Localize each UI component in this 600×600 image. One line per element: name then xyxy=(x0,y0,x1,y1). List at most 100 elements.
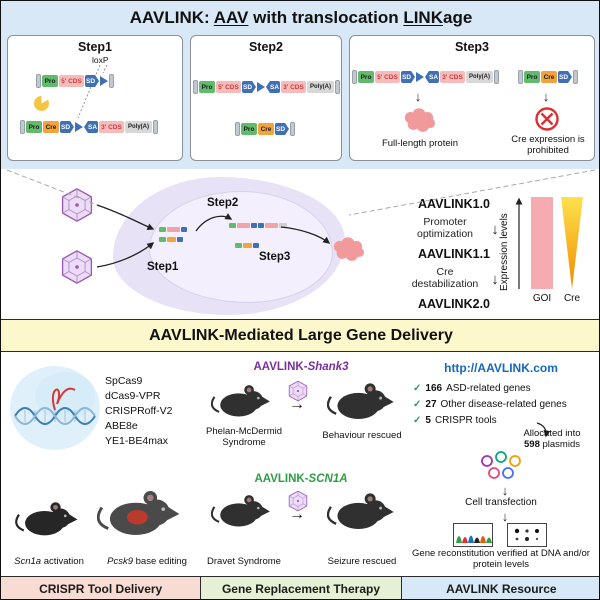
aavlink-version-2-0: AAVLINK2.0 xyxy=(417,297,490,311)
construct-5cds: 5' CDS xyxy=(59,75,84,87)
title-prefix: AAVLINK- xyxy=(254,473,309,485)
construct-polya: Poly(A) xyxy=(125,121,152,133)
aavlink-scn1a-title: AAVLINK-SCN1A xyxy=(201,473,401,485)
diseased-mouse-icon xyxy=(211,384,271,418)
scn1a-mouse-icon xyxy=(15,501,79,537)
full-length-protein-caption: Full-length protein xyxy=(381,138,459,149)
construct-pro: Pro xyxy=(358,71,374,83)
dravet-syndrome-caption: Dravet Syndrome xyxy=(207,556,281,567)
protein-blob-icon xyxy=(333,237,365,261)
gene-name-italic: SCN1A xyxy=(308,473,348,485)
tool-item: CRISPRoff-V2 xyxy=(105,405,173,417)
footer-crispr-tool-delivery: CRISPR Tool Delivery xyxy=(1,577,201,599)
crispr-tools-list: SpCas9 dCas9-VPR CRISPRoff-V2 ABE8e YE1-… xyxy=(105,374,173,449)
bent-arrow-icon xyxy=(536,422,551,438)
construct-sa: SA xyxy=(425,71,439,83)
cre-expression-wedge xyxy=(561,197,583,289)
itr-cap xyxy=(20,120,25,134)
goi-bar-label: GOI xyxy=(532,293,552,304)
caption-text: Allocated into xyxy=(523,428,581,439)
gene-name-italic: Scn1a xyxy=(14,556,42,567)
construct-pro: Pro xyxy=(42,75,58,87)
tool-item: dCas9-VPR xyxy=(105,390,161,402)
section-banner: AAVLINK-Mediated Large Gene Delivery xyxy=(1,319,599,352)
plasmid-cluster-icon xyxy=(481,451,521,479)
construct-5cds: 5' CDS xyxy=(375,71,400,83)
expression-levels-axis-label: Expression levels xyxy=(499,213,510,291)
prohibited-icon xyxy=(535,107,559,131)
item-count: 5 xyxy=(425,415,431,426)
title-text: AAVLINK: xyxy=(129,8,214,27)
construct-5cds: 5' CDS xyxy=(216,81,241,93)
caption-text: plasmids xyxy=(539,438,580,450)
title-underlined-aav: AAV xyxy=(213,8,249,27)
pcsk9-mouse-icon xyxy=(97,489,181,537)
aavlink-mechanism-section: AAVLINK: AAV with translocation LINKage … xyxy=(1,1,599,169)
cell-step2-label: Step2 xyxy=(207,197,239,209)
transition-promoter-optimization: Promoter optimization xyxy=(416,216,474,240)
tool-item: YE1-BE4max xyxy=(105,435,169,447)
cell-step3-label: Step3 xyxy=(259,251,291,263)
construct-cre: Cre xyxy=(258,123,274,135)
itr-cap xyxy=(109,74,114,88)
itr-cap xyxy=(352,70,357,84)
construct-sd: SD xyxy=(401,71,415,83)
tool-item: ABE8e xyxy=(105,420,138,432)
title-text: age xyxy=(442,8,473,27)
aavlink-version-1-1: AAVLINK1.1 xyxy=(417,247,490,261)
check-icon: ✓ xyxy=(413,399,422,410)
construct-pro: Pro xyxy=(26,121,42,133)
construct-cre: Cre xyxy=(43,121,59,133)
diseased-mouse-icon xyxy=(211,494,271,528)
down-arrow-icon: ↓ xyxy=(542,89,550,104)
figure-title: AAVLINK: AAV with translocation LINKage xyxy=(1,8,599,28)
itr-cap xyxy=(235,122,240,136)
aavlink-url-link[interactable]: http://AAVLINK.com xyxy=(444,361,558,375)
check-icon: ✓ xyxy=(413,415,422,426)
dot-blot-icon xyxy=(507,523,547,547)
right-arrow-icon: → xyxy=(289,396,305,413)
rescued-mouse-icon xyxy=(327,382,395,421)
verification-caption: Gene reconstitution verified at DNA and/… xyxy=(412,548,590,570)
construct-sd: SD xyxy=(275,123,289,135)
itr-cap xyxy=(290,122,295,136)
phelan-mcdermid-caption: Phelan-McDermid Syndrome xyxy=(205,426,283,448)
construct-3cds: 3' CDS xyxy=(440,71,465,83)
protein-blob-icon xyxy=(404,108,436,132)
down-arrow-icon: ↓ xyxy=(414,89,422,104)
itr-cap xyxy=(573,70,578,84)
mini-construct-byproduct xyxy=(235,243,259,248)
construct-loxp xyxy=(75,122,83,132)
construct-polya: Poly(A) xyxy=(466,71,493,83)
title-text: with translocation xyxy=(248,8,404,27)
footer-gene-replacement-therapy: Gene Replacement Therapy xyxy=(200,577,401,599)
construct-loxp xyxy=(416,72,424,82)
construct-pro: Pro xyxy=(241,123,257,135)
construct-sa: SA xyxy=(84,121,98,133)
itr-cap xyxy=(193,80,198,94)
construct-cre: Cre xyxy=(541,71,557,83)
construct-loxp xyxy=(100,76,108,86)
cre-bar-label: Cre xyxy=(563,293,581,304)
construct-3cds: 3' CDS xyxy=(281,81,306,93)
title-underlined-link: LINK xyxy=(403,8,443,27)
down-arrow-icon: ↓ xyxy=(491,271,499,288)
aav-capsid-icon xyxy=(61,250,93,284)
down-arrow-icon: ↓ xyxy=(501,509,509,524)
itr-cap xyxy=(153,120,158,134)
goi-expression-bar xyxy=(531,197,553,289)
construct-sd: SD xyxy=(60,121,74,133)
construct-sd: SD xyxy=(242,81,256,93)
down-arrow-icon: ↓ xyxy=(491,221,499,238)
aav-capsid-icon xyxy=(61,188,93,222)
transition-cre-destabilization: Cre destabilization xyxy=(411,266,479,290)
mini-construct-goi xyxy=(159,227,187,232)
delivery-cell-section: Step2 Step1 Step3 AAVLINK1.0 Promoter op… xyxy=(1,169,599,319)
